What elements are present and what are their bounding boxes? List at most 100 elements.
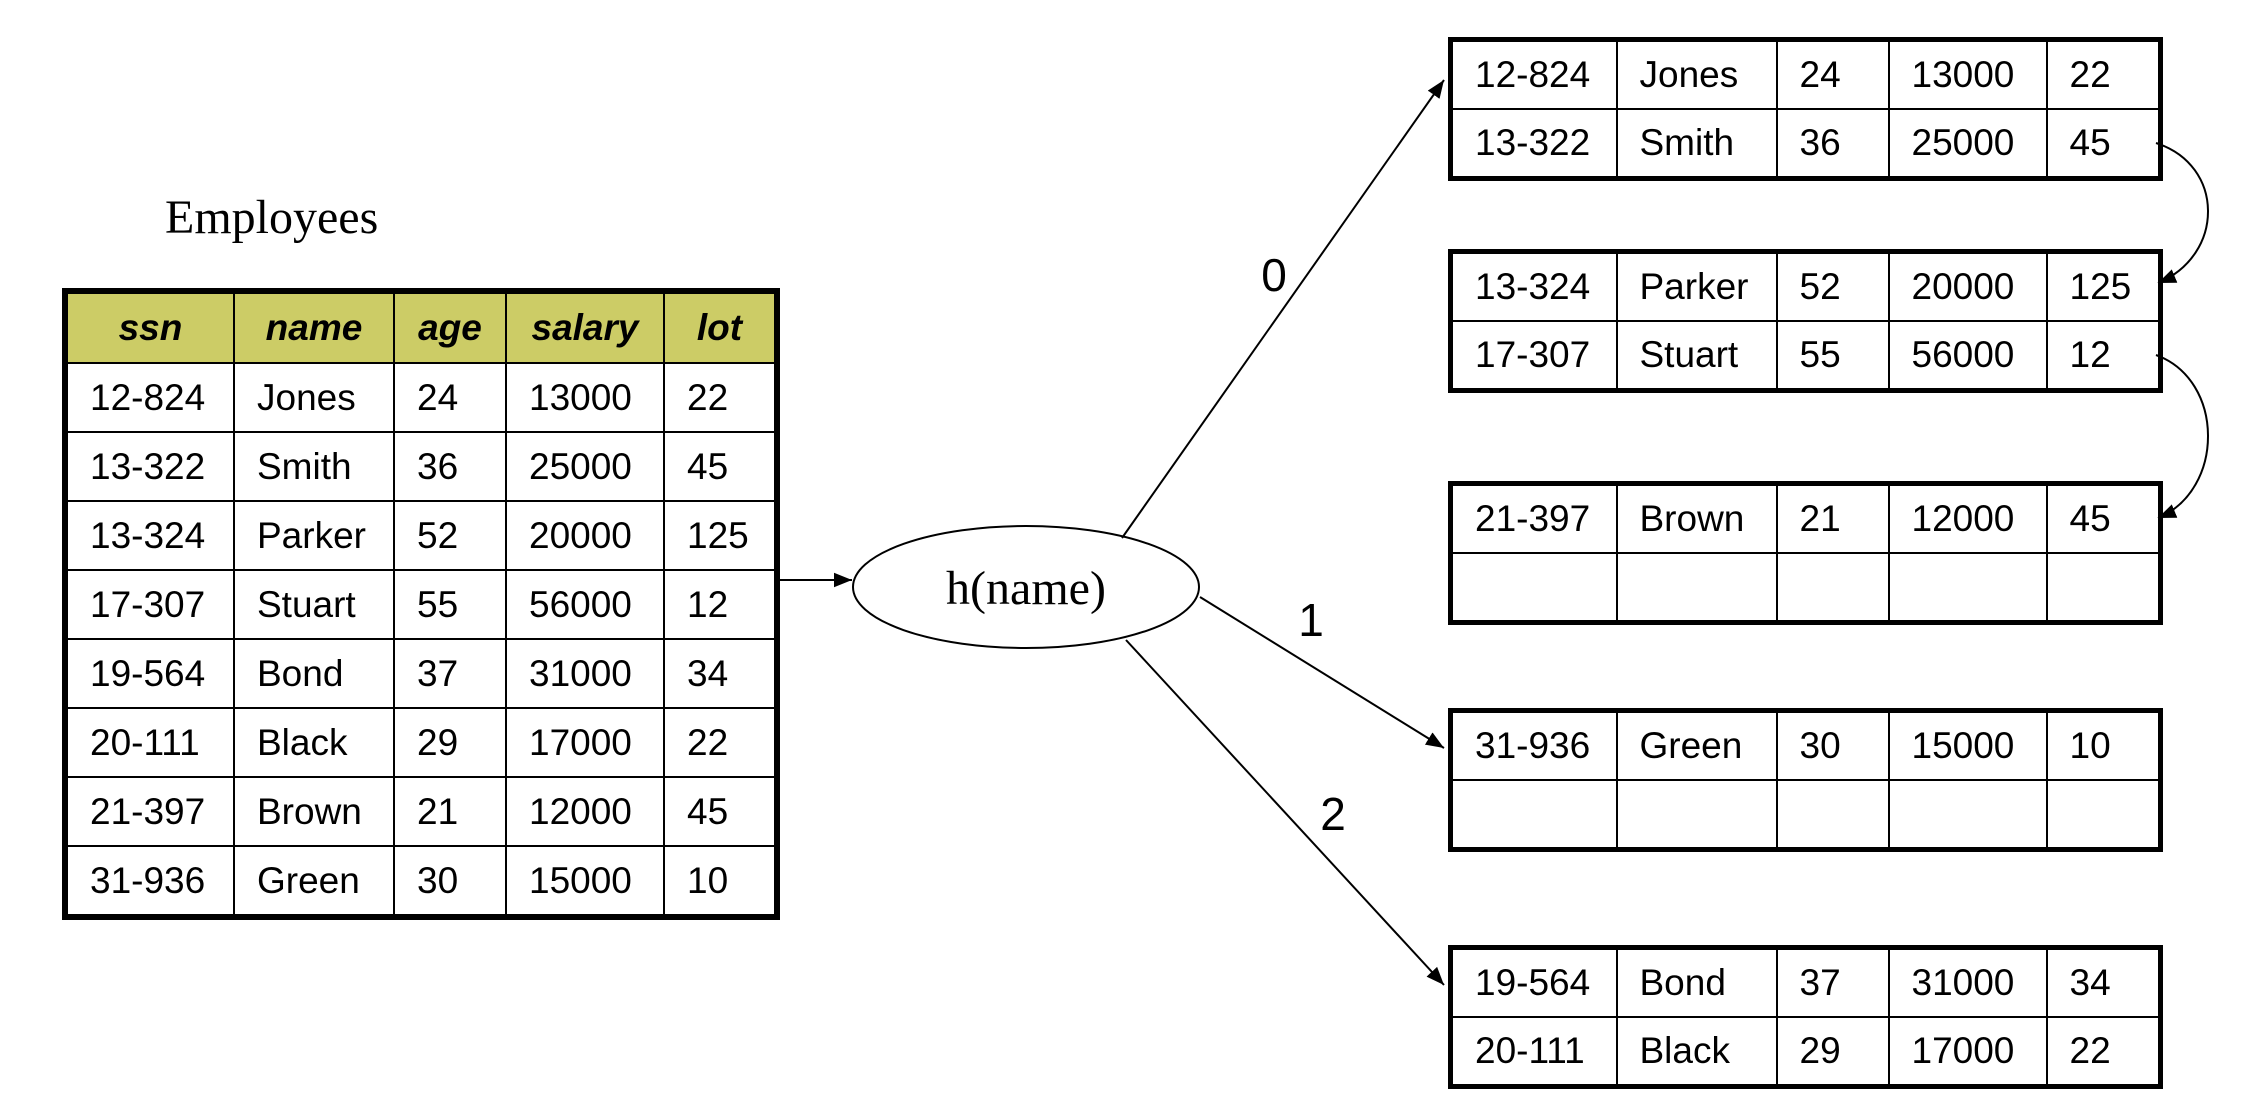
cell (1449, 552, 1618, 624)
cell (2045, 779, 2162, 851)
bucket-0-arrow (1121, 79, 1445, 539)
cell: 21 (393, 776, 507, 847)
cell: 12 (2045, 320, 2162, 392)
edge-label-2: 2 (1320, 788, 1346, 840)
cell: 13000 (1887, 38, 2048, 110)
cell: Black (1615, 1016, 1778, 1088)
cell: 55 (1775, 320, 1890, 392)
cell: 24 (1775, 38, 1890, 110)
bucket-record-empty (1449, 779, 2162, 851)
cell: 30 (1775, 709, 1890, 781)
cell (1449, 779, 1618, 851)
cell: 10 (2045, 709, 2162, 781)
column-header-salary: salary (505, 290, 665, 364)
cell: 29 (1775, 1016, 1890, 1088)
cell: 22 (663, 707, 778, 778)
cell: 29 (393, 707, 507, 778)
cell: 36 (1775, 108, 1890, 180)
cell: 20000 (1887, 250, 2048, 322)
bucket-2-arrow (1125, 639, 1445, 986)
cell: Green (1615, 709, 1778, 781)
cell: Jones (233, 362, 395, 433)
cell (1615, 552, 1778, 624)
cell: 22 (2045, 1016, 2162, 1088)
cell: 37 (1775, 946, 1890, 1018)
cell: 19-564 (64, 638, 235, 709)
cell: 15000 (1887, 709, 2048, 781)
cell: 30 (393, 845, 507, 918)
cell: Black (233, 707, 395, 778)
cell: 21-397 (1449, 482, 1618, 554)
cell (1887, 779, 2048, 851)
cell: 21-397 (64, 776, 235, 847)
cell: 20000 (505, 500, 665, 571)
cell: Stuart (1615, 320, 1778, 392)
cell: 12-824 (1449, 38, 1618, 110)
cell: 55 (393, 569, 507, 640)
bucket-1-arrow (1199, 596, 1445, 749)
cell: 125 (663, 500, 778, 571)
edge-label-1: 1 (1298, 594, 1324, 646)
cell: 13-322 (64, 431, 235, 502)
cell (1775, 779, 1890, 851)
cell: 34 (663, 638, 778, 709)
cell: 13000 (505, 362, 665, 433)
cell: Smith (233, 431, 395, 502)
cell: 31000 (1887, 946, 2048, 1018)
cell: Jones (1615, 38, 1778, 110)
cell: 24 (393, 362, 507, 433)
cell: 31-936 (64, 845, 235, 918)
overflow-link-2 (2155, 354, 2209, 519)
cell: 13-322 (1449, 108, 1618, 180)
cell: 17000 (505, 707, 665, 778)
cell: Bond (233, 638, 395, 709)
bucket-record-empty (1449, 552, 2162, 624)
cell: 37 (393, 638, 507, 709)
cell: 125 (2045, 250, 2162, 322)
cell: 25000 (505, 431, 665, 502)
cell: 56000 (1887, 320, 2048, 392)
cell: 52 (1775, 250, 1890, 322)
cell: 20-111 (64, 707, 235, 778)
cell (2045, 552, 2162, 624)
cell: Green (233, 845, 395, 918)
cell: 45 (2045, 108, 2162, 180)
header-row: ssn name age salary lot (64, 290, 778, 364)
cell (1615, 779, 1778, 851)
cell: 12-824 (64, 362, 235, 433)
cell: Brown (1615, 482, 1778, 554)
cell: 17-307 (64, 569, 235, 640)
cell: 13-324 (1449, 250, 1618, 322)
hash-function-label: h(name) (946, 562, 1106, 615)
cell: 56000 (505, 569, 665, 640)
edge-label-0: 0 (1261, 249, 1287, 301)
cell: 12 (663, 569, 778, 640)
cell: 31-936 (1449, 709, 1618, 781)
cell: 19-564 (1449, 946, 1618, 1018)
cell: 12000 (505, 776, 665, 847)
cell: 13-324 (64, 500, 235, 571)
overflow-link-1 (2155, 142, 2209, 284)
cell: 22 (663, 362, 778, 433)
cell: 10 (663, 845, 778, 918)
cell: 45 (663, 776, 778, 847)
table-title: Employees (165, 191, 379, 244)
